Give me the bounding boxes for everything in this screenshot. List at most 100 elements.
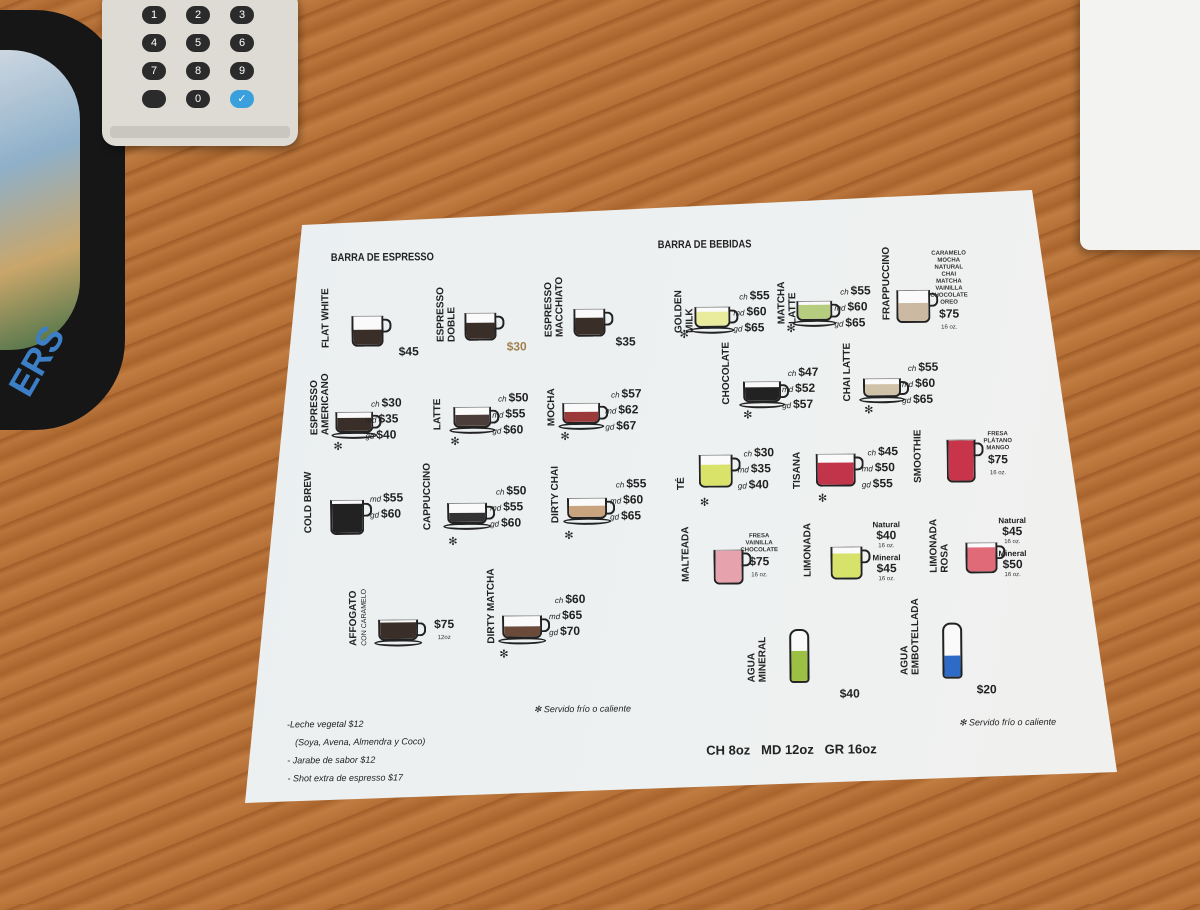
- price-value: $40: [376, 427, 397, 442]
- cup-icon: [562, 402, 601, 425]
- price-row: gd$65: [834, 315, 871, 331]
- item-name-line: TÉ: [675, 477, 687, 491]
- price-row: ch$55: [610, 476, 647, 492]
- drinks-bar-title: BARRA DE BEBIDAS: [657, 238, 752, 252]
- item-name-line: TISANA: [791, 451, 803, 490]
- keypad-key[interactable]: 3: [230, 6, 254, 24]
- price-value: $60: [623, 492, 644, 507]
- price-row: gd$40: [738, 477, 775, 493]
- price-value: $40: [748, 477, 769, 492]
- item-name: LIMONADA: [802, 523, 813, 577]
- price-row: md$35: [738, 461, 775, 477]
- item-name-line: CAPPUCCINO: [421, 462, 434, 531]
- saucer-icon: [690, 326, 735, 334]
- price-value: $30: [753, 445, 775, 460]
- size-label: ch: [787, 368, 797, 379]
- keypad-key[interactable]: [142, 90, 166, 108]
- keypad-key[interactable]: 4: [142, 34, 166, 52]
- item-name-line: MALTEADA: [680, 526, 692, 582]
- item-name-line: SMOOTHIE: [912, 429, 924, 483]
- price-row: ch$50: [492, 390, 529, 406]
- size-label: gd: [365, 431, 375, 441]
- price-value: $65: [912, 391, 934, 406]
- item-name-line: DIRTY CHAI: [549, 465, 562, 524]
- extra-item: - Jarabe de sabor $12: [287, 754, 376, 766]
- price-value: $62: [618, 402, 639, 417]
- price-row: ch$30: [738, 445, 775, 461]
- keypad-key[interactable]: 6: [230, 34, 254, 52]
- item-name: DIRTY CHAI: [550, 466, 561, 523]
- cup-fill: [455, 414, 490, 426]
- cup-fill: [353, 329, 382, 345]
- served-note-espresso: ✻ Servido frío o caliente: [534, 703, 631, 715]
- price-value: $52: [795, 380, 816, 395]
- cup-fill: [817, 461, 854, 485]
- price-value: $67: [616, 418, 637, 433]
- keypad-key[interactable]: ✓: [230, 90, 254, 108]
- saucer-icon: [558, 422, 605, 431]
- keypad-key[interactable]: 5: [186, 34, 210, 52]
- price-row: gd$60: [370, 506, 403, 522]
- item-name: FRAPPUCCINO: [881, 247, 893, 320]
- keypad-key[interactable]: 1: [142, 6, 166, 24]
- price-value: $55: [918, 359, 939, 374]
- size-label: ch: [371, 399, 380, 409]
- price-value: $35: [378, 411, 399, 426]
- price-row: md$52: [782, 381, 819, 397]
- card-terminal-keypad: 1 2 3 4 5 6 7 8 9 0 ✓: [102, 0, 298, 146]
- size-note: 16 oz.: [878, 576, 895, 583]
- size-label: md: [834, 303, 846, 313]
- keypad-key[interactable]: 2: [186, 6, 210, 24]
- price-row: gd$65: [902, 392, 939, 408]
- item-name-line: MATCHA: [776, 281, 788, 325]
- price-row: ch$57: [605, 386, 642, 402]
- asterisk-icon: ✻: [958, 717, 967, 728]
- item-name: SMOOTHIE: [912, 430, 923, 483]
- price-row: ch$55: [902, 360, 939, 376]
- size-label: ch: [840, 287, 849, 297]
- cup-icon: [694, 306, 731, 328]
- price-row: gd$40: [365, 427, 402, 443]
- cup-fill: [332, 503, 363, 534]
- price-value: $60: [503, 422, 524, 437]
- cup-icon: [566, 497, 608, 519]
- asterisk-icon: ✻: [864, 404, 874, 417]
- keypad-key[interactable]: 9: [230, 62, 254, 80]
- size-label: gd: [834, 319, 844, 329]
- item-name: FLAT WHITE: [320, 288, 332, 348]
- size-note: 16 oz.: [751, 572, 768, 579]
- price-value: $35: [750, 461, 771, 476]
- cup-icon: [573, 308, 606, 337]
- size-label: md: [369, 494, 382, 504]
- price-value: $60: [380, 506, 402, 521]
- keypad-key[interactable]: 8: [186, 62, 210, 80]
- size-label: md: [492, 410, 504, 420]
- keypad-key[interactable]: 0: [186, 90, 210, 108]
- keypad-key[interactable]: 7: [142, 62, 166, 80]
- size-label: md: [901, 379, 914, 390]
- item-name-line: MOCHA: [546, 388, 558, 427]
- served-note-text: Servido frío o caliente: [968, 716, 1057, 728]
- asterisk-icon: ✻: [560, 430, 570, 444]
- price-row: md$60: [902, 376, 939, 392]
- price-value: $65: [562, 607, 583, 623]
- cup-fill: [791, 650, 808, 682]
- price-value: $57: [621, 386, 642, 401]
- size-label: gd: [370, 510, 380, 520]
- espresso-bar-title: BARRA DE ESPRESSO: [330, 251, 434, 265]
- size-label: gd: [492, 426, 502, 436]
- saucer-icon: [443, 522, 492, 531]
- cup-fill: [864, 383, 900, 396]
- cup-handle: [494, 315, 505, 330]
- served-note-text: Servido frío o caliente: [543, 703, 631, 715]
